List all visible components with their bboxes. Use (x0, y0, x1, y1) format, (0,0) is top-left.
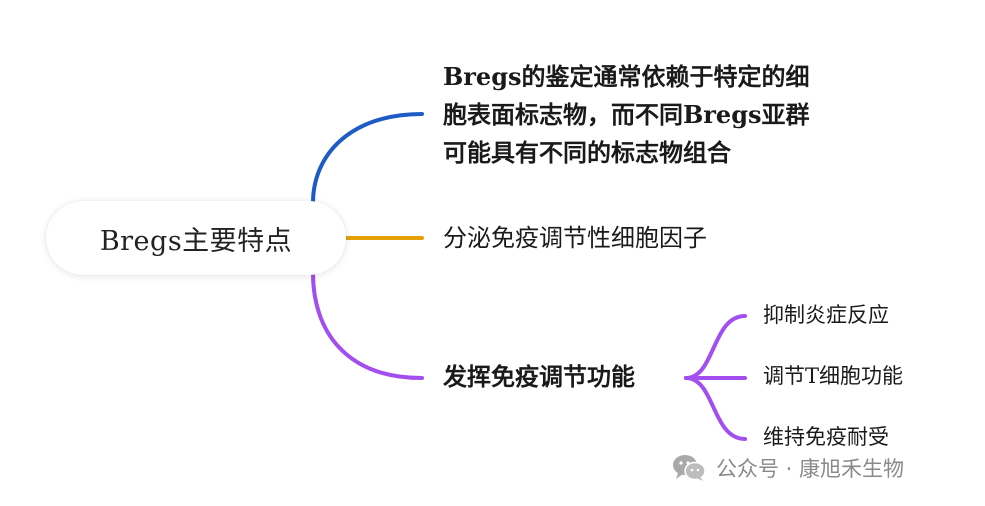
connector-purple-sub-3 (684, 376, 747, 441)
sub-item-tcell: 调节T细胞功能 (763, 364, 904, 388)
sub-item-tolerance: 维持免疫耐受 (763, 425, 889, 449)
connector-blue (311, 112, 424, 205)
root-label: Bregs主要特点 (99, 225, 293, 257)
connector-purple-sub-1 (684, 314, 747, 380)
sub-item-inflammation: 抑制炎症反应 (763, 303, 889, 327)
branch-line-2: 胞表面标志物，而不同Bregs亚群 (443, 100, 810, 129)
branch-identification-text: Bregs的鉴定通常依赖于特定的细 胞表面标志物，而不同Bregs亚群 可能具有… (443, 58, 853, 172)
branch-line-3: 可能具有不同的标志物组合 (443, 138, 731, 167)
watermark: 公众号 · 康旭禾生物 (672, 452, 904, 484)
branch-function-text: 发挥免疫调节功能 (443, 362, 635, 391)
connector-purple (311, 271, 424, 380)
branch-line-1: Bregs的鉴定通常依赖于特定的细 (443, 62, 810, 91)
root-node: Bregs主要特点 (46, 201, 346, 275)
wechat-icon (673, 455, 706, 481)
branch-cytokine-text: 分泌免疫调节性细胞因子 (443, 224, 707, 252)
watermark-text: 公众号 · 康旭禾生物 (716, 457, 905, 481)
